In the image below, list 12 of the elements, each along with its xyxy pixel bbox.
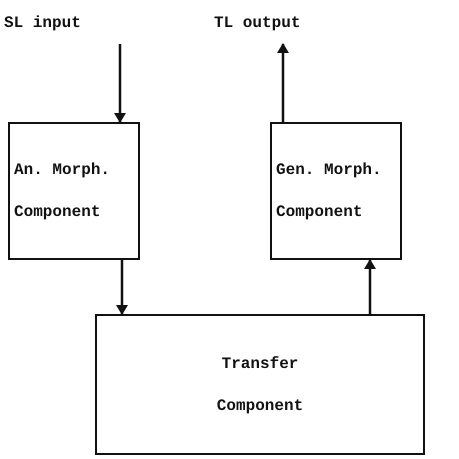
arrow: [114, 44, 126, 123]
io-label: TL output: [214, 13, 300, 33]
io-label: SL input: [4, 13, 81, 33]
box-label: An. Morph. Component: [14, 160, 112, 223]
arrow: [277, 43, 289, 122]
process-box: [8, 122, 140, 260]
box-label: Transfer Component: [216, 354, 304, 416]
process-box: [270, 122, 402, 260]
process-box: [95, 314, 425, 455]
box-label: Gen. Morph. Component: [276, 160, 383, 223]
arrow: [364, 259, 376, 314]
arrow: [116, 260, 128, 315]
